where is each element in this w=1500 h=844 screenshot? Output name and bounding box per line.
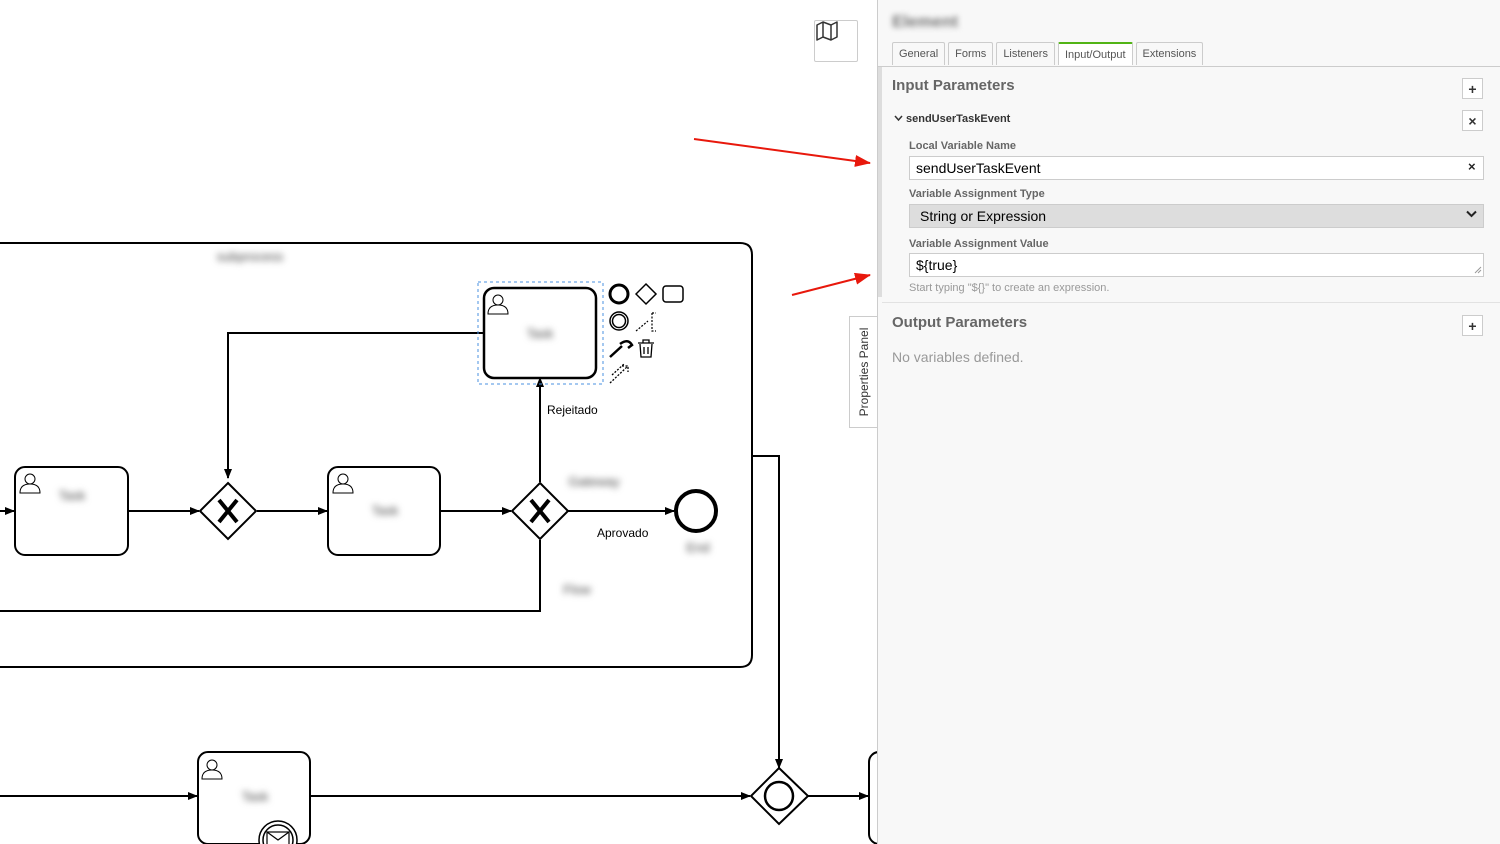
append-intermediate-event-icon <box>609 311 629 331</box>
task-middle-label: Task <box>371 503 399 518</box>
tab-divider <box>878 66 1500 67</box>
bpmn-diagram[interactable] <box>0 0 877 844</box>
chevron-down-icon <box>1466 207 1477 221</box>
element-title: Element <box>892 12 959 31</box>
context-pad <box>608 282 684 384</box>
add-input-parameter-button[interactable]: + <box>1462 78 1483 99</box>
expression-hint: Start typing "${}" to create an expressi… <box>909 282 1110 294</box>
output-parameters-title: Output Parameters <box>892 314 1028 331</box>
flow-subprocess-out <box>752 455 783 769</box>
group-indicator <box>878 67 882 297</box>
append-gateway-icon <box>634 282 658 306</box>
append-task-icon <box>662 285 684 303</box>
section-divider <box>882 302 1500 303</box>
change-type-icon <box>609 340 634 358</box>
parameter-name: sendUserTaskEvent <box>906 113 1011 125</box>
bpmn-canvas[interactable]: subprocess Task Task Task Gateway End Fl… <box>0 0 877 844</box>
exclusive-gateway-2 <box>510 481 570 541</box>
minimap-button[interactable] <box>814 20 858 62</box>
tab-input-output[interactable]: Input/Output <box>1057 42 1133 65</box>
local-variable-name-label: Local Variable Name <box>909 140 1016 152</box>
chevron-down-icon <box>894 113 906 125</box>
end-event <box>674 489 718 533</box>
connect-icon <box>609 363 629 384</box>
subprocess-title: subprocess <box>216 249 284 264</box>
text-annotation-icon <box>635 312 656 332</box>
resize-handle-icon[interactable] <box>1474 266 1482 274</box>
no-variables-text: No variables defined. <box>892 349 1024 365</box>
tab-general[interactable]: General <box>892 42 946 65</box>
select-value: String or Expression <box>920 208 1047 224</box>
add-output-parameter-button[interactable]: + <box>1462 315 1483 336</box>
variable-assignment-value-textarea[interactable]: ${true} <box>909 253 1484 277</box>
remove-parameter-button[interactable]: × <box>1462 110 1483 131</box>
task-top <box>482 286 598 380</box>
flow-loop-back <box>224 332 484 479</box>
end-event-label: End <box>686 540 710 555</box>
inclusive-gateway <box>749 766 810 826</box>
properties-panel-toggle[interactable]: Properties Panel <box>849 316 877 428</box>
task-right-edge <box>868 751 877 844</box>
selection-outline <box>477 281 604 385</box>
task-top-label: Task <box>526 326 554 341</box>
tab-extensions[interactable]: Extensions <box>1135 42 1204 65</box>
variable-assignment-type-label: Variable Assignment Type <box>909 188 1045 200</box>
properties-panel-toggle-label: Properties Panel <box>856 327 871 417</box>
user-icon <box>19 294 509 780</box>
task-left <box>14 466 129 556</box>
task-left-label: Task <box>58 488 86 503</box>
map-icon <box>816 21 838 41</box>
tab-listeners[interactable]: Listeners <box>996 42 1055 65</box>
exclusive-gateway-1 <box>198 481 258 541</box>
clear-input-button[interactable]: × <box>1468 159 1476 174</box>
task-bottom-label: Task <box>241 789 269 804</box>
variable-assignment-type-select[interactable]: String or Expression <box>909 204 1484 228</box>
tab-forms[interactable]: Forms <box>948 42 994 65</box>
trash-icon <box>638 339 654 358</box>
gateway-label: Gateway <box>568 474 620 489</box>
subprocess-container <box>0 242 753 668</box>
task-middle <box>327 466 441 556</box>
properties-panel: Element General Forms Listeners Input/Ou… <box>877 0 1500 844</box>
append-end-event-icon <box>608 283 630 305</box>
tab-bar: General Forms Listeners Input/Output Ext… <box>892 42 1204 65</box>
local-variable-name-input[interactable]: sendUserTaskEvent <box>909 156 1484 180</box>
flow-label-blurred: Flow <box>563 582 591 597</box>
variable-assignment-value-label: Variable Assignment Value <box>909 238 1049 250</box>
parameter-collapse-toggle[interactable]: sendUserTaskEvent <box>894 113 1010 125</box>
input-parameters-title: Input Parameters <box>892 77 1015 94</box>
flow-label-rejected: Rejeitado <box>547 403 598 417</box>
flow-label-approved: Aprovado <box>597 526 649 540</box>
flow-bottom-loop <box>0 540 541 612</box>
